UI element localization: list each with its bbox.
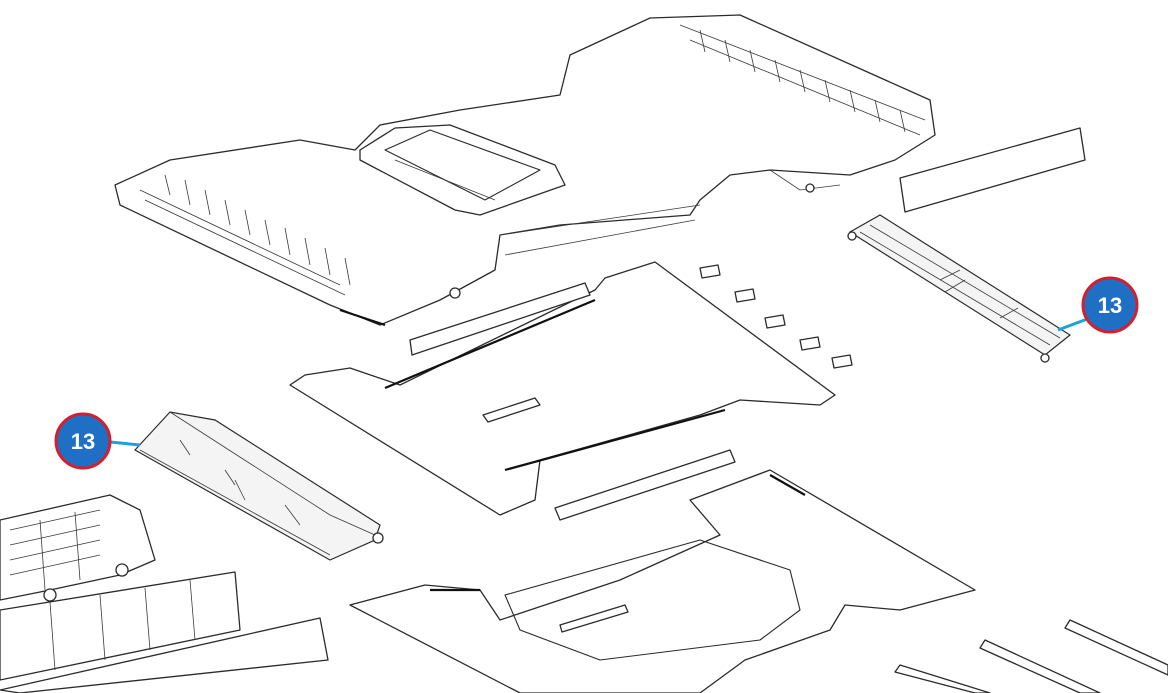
main-frame bbox=[114, 14, 936, 327]
gasket-strip-top-right bbox=[899, 127, 1086, 213]
callout-label: 13 bbox=[1098, 293, 1122, 318]
callout-label: 13 bbox=[71, 429, 95, 454]
callout-badge bbox=[54, 412, 112, 470]
leader-line bbox=[109, 440, 141, 447]
seal-strips bbox=[409, 282, 736, 521]
leader-line bbox=[1057, 316, 1091, 332]
callout-badge bbox=[1081, 276, 1139, 334]
guide-rail-left bbox=[134, 411, 384, 561]
small-strips bbox=[894, 619, 1168, 693]
callout-13-left[interactable]: 13 bbox=[54, 412, 141, 470]
base-plate bbox=[349, 469, 976, 693]
center-plate bbox=[289, 261, 853, 516]
guide-rail-right bbox=[847, 214, 1072, 363]
callout-13-right[interactable]: 13 bbox=[1057, 276, 1139, 334]
grille-assembly bbox=[0, 494, 329, 693]
